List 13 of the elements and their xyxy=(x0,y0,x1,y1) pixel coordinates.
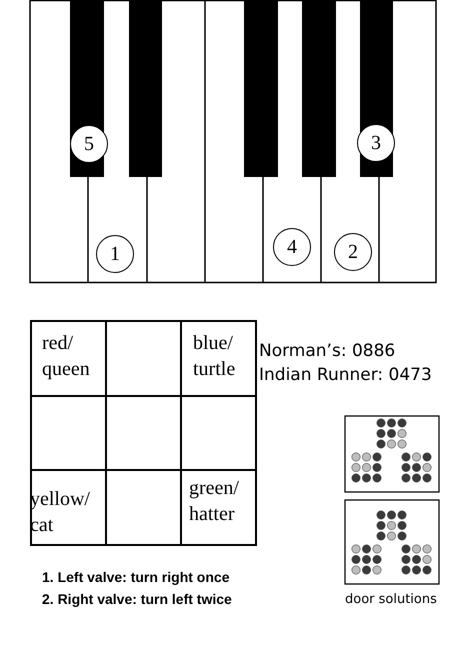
callout-number: 4 xyxy=(287,236,297,258)
cell-text: green/ hatter xyxy=(189,476,240,527)
cell-text: blue/ turtle xyxy=(193,331,236,382)
callout-number: 3 xyxy=(371,132,381,154)
callout-number: 2 xyxy=(348,240,358,264)
code-text: Norman’s: 0886 xyxy=(259,341,396,361)
instruction-text: 2. Right valve: turn left twice xyxy=(42,591,232,607)
caption-text: door solutions xyxy=(345,592,437,607)
cell-text: red/ queen xyxy=(42,331,91,382)
code-text: Indian Runner: 0473 xyxy=(259,365,432,385)
instruction-text: 1. Left valve: turn right once xyxy=(42,569,230,585)
callout-number: 1 xyxy=(110,242,120,266)
callout-number: 5 xyxy=(84,132,94,156)
